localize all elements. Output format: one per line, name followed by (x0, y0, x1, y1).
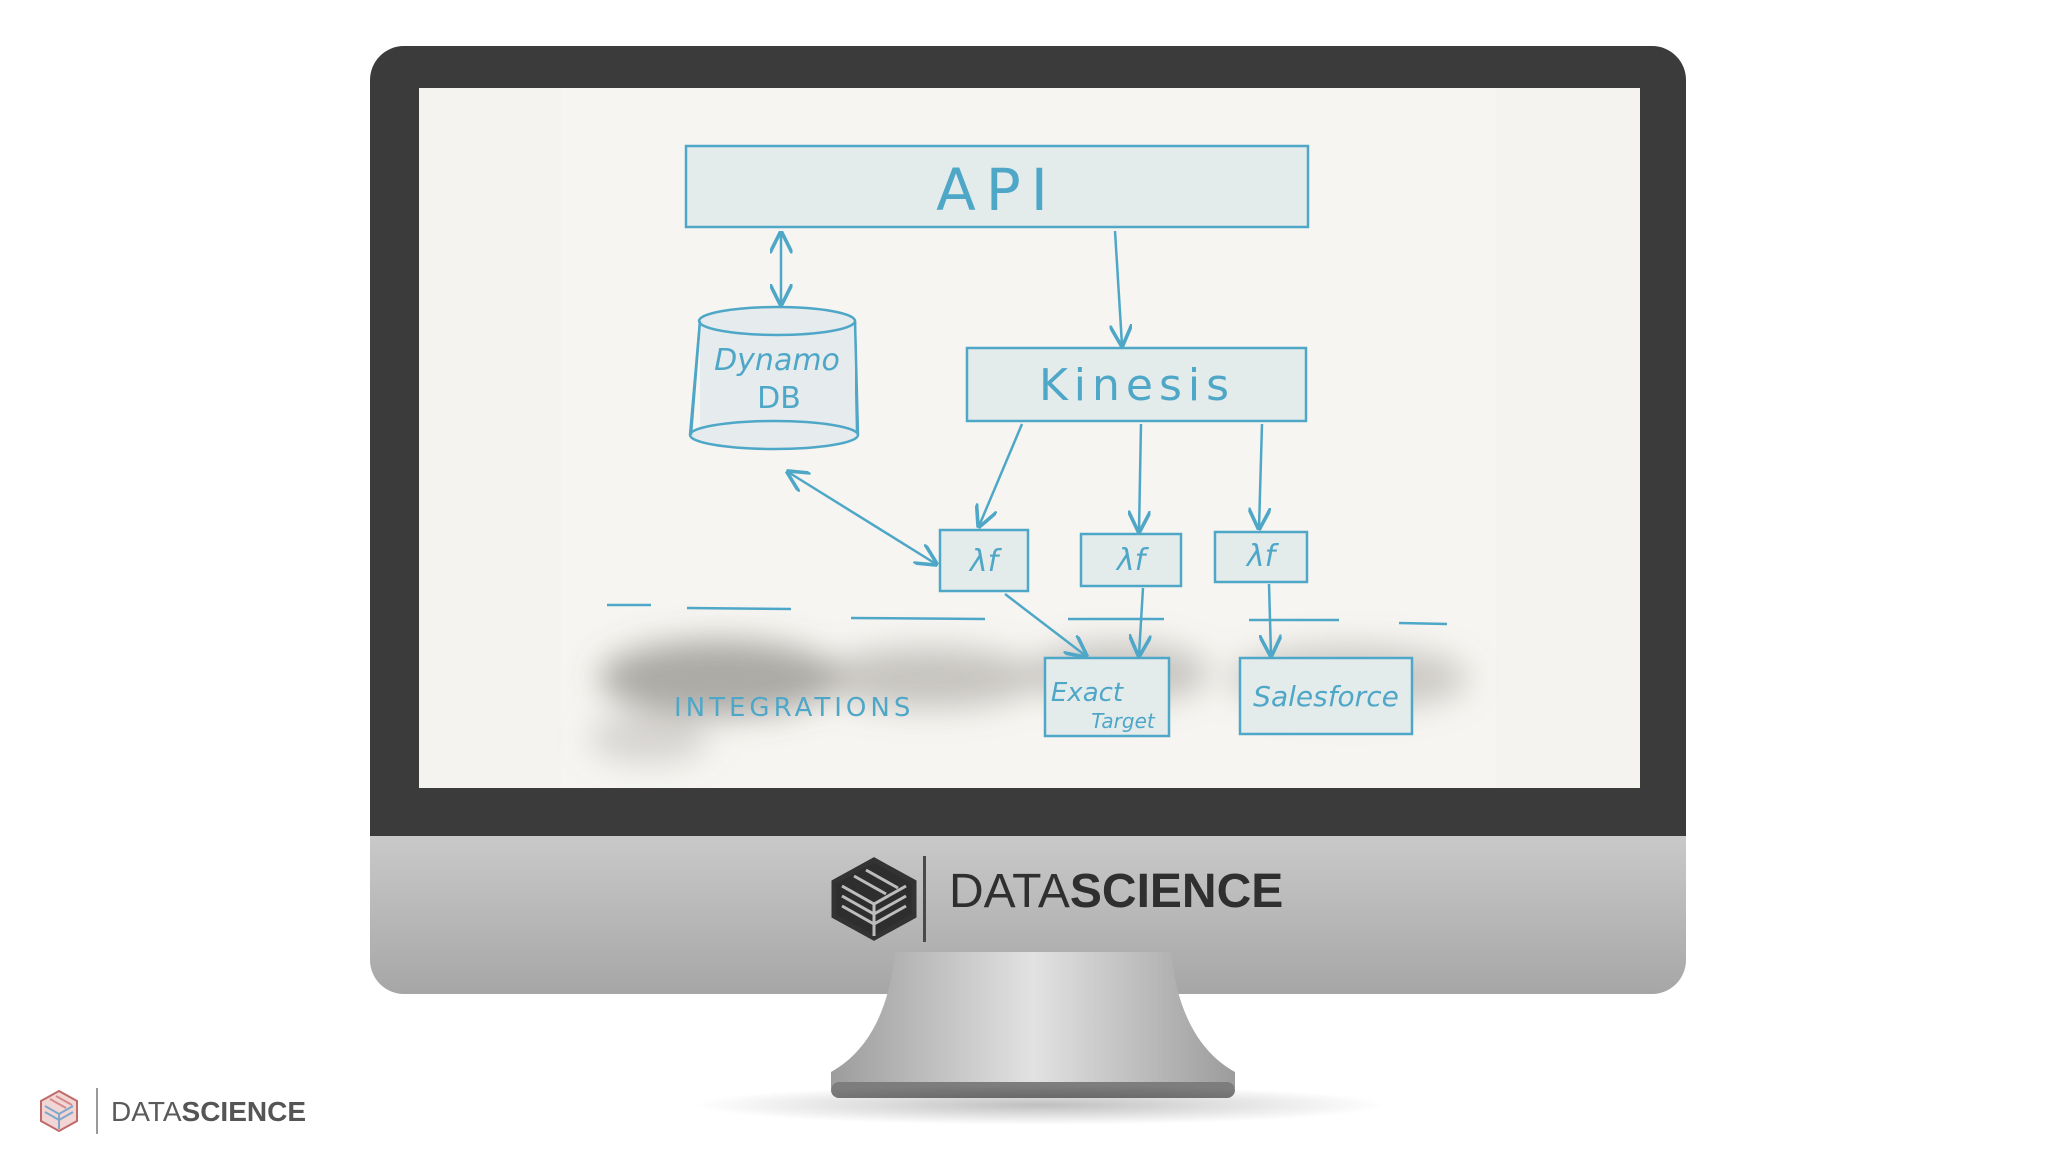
arrow-kinesis-lambda3 (1259, 423, 1262, 528)
lambda-label-3: λf (1245, 539, 1280, 574)
lambda-label-1: λf (968, 544, 1003, 579)
dynamo-label-line1: Dynamo (714, 343, 840, 378)
whiteboard-screen: API Dynamo DB Kinesis λf (419, 88, 1640, 788)
lambda-label-2: λf (1115, 543, 1150, 578)
monitor-stand (831, 952, 1235, 1098)
kinesis-box (965, 346, 1308, 423)
kinesis-label: Kinesis (1039, 360, 1235, 411)
exact-target-line2: Target (1091, 709, 1156, 733)
exact-target-box (1043, 656, 1171, 738)
arrow-kinesis-lambda2 (1139, 423, 1141, 531)
integrations-label: INTEGRATIONS (674, 693, 914, 723)
corner-logo-icon (40, 1089, 78, 1133)
stand-shadow (690, 1085, 1390, 1125)
lambda-box-3 (1213, 530, 1309, 584)
monitor-bezel: API Dynamo DB Kinesis λf (370, 46, 1686, 836)
arrow-lambda2-exacttarget (1139, 587, 1143, 655)
arrow-dynamodb-lambda1 (788, 472, 936, 564)
dynamo-label-line2: DB (757, 381, 801, 416)
datascience-logo-icon (831, 857, 917, 941)
monitor-brand-bold: SCIENCE (1069, 865, 1284, 918)
chin-divider (923, 856, 926, 942)
arrow-lambda1-exacttarget (1004, 593, 1086, 656)
salesforce-box (1238, 656, 1414, 736)
api-box (684, 144, 1310, 229)
lambda-box-2 (1079, 532, 1183, 588)
api-label: API (936, 156, 1058, 224)
corner-brand-light: DATA (111, 1096, 182, 1127)
monitor-brand-light: DATA (949, 865, 1070, 918)
corner-divider (96, 1088, 98, 1134)
integrations-divider (607, 603, 1448, 626)
monitor: API Dynamo DB Kinesis λf (370, 46, 1686, 994)
arrow-kinesis-lambda1 (979, 423, 1024, 526)
corner-brand: DATASCIENCE (111, 1096, 306, 1128)
exact-target-line1: Exact (1051, 678, 1124, 708)
arrow-lambda3-salesforce (1269, 583, 1271, 655)
architecture-diagram: API Dynamo DB Kinesis λf (561, 88, 1496, 788)
monitor-brand: DATASCIENCE (949, 864, 1283, 919)
salesforce-label: Salesforce (1253, 680, 1399, 713)
corner-brand-bold: SCIENCE (181, 1096, 306, 1127)
dynamodb-cylinder (688, 305, 860, 451)
arrow-api-kinesis (1115, 230, 1122, 345)
